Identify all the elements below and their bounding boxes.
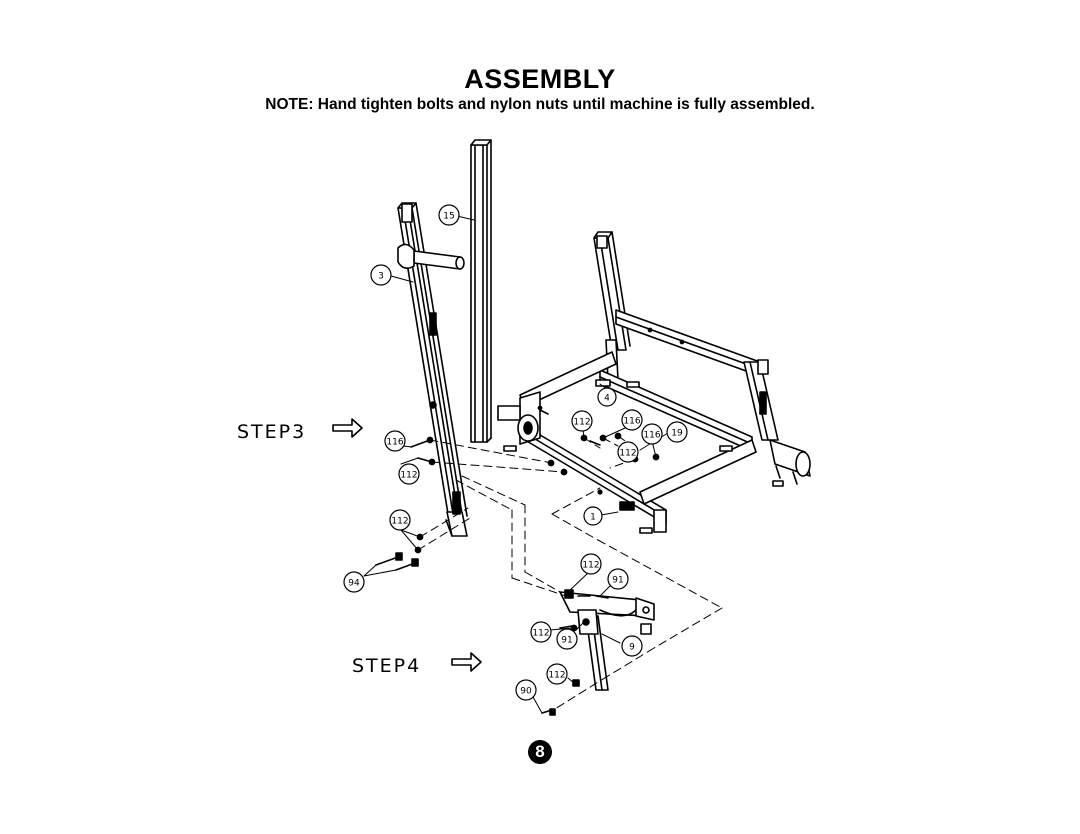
callout-112-c-text: 112 [573, 418, 590, 428]
page-number: 8 [528, 740, 552, 764]
callout-112-d [617, 441, 639, 463]
callout-1-text: 1 [590, 513, 596, 523]
callout-91-b [556, 628, 578, 650]
callout-3 [370, 264, 392, 286]
callout-19 [666, 421, 688, 443]
callout-116-c-text: 116 [643, 431, 660, 441]
callout-circles [343, 204, 688, 701]
callout-112-f [530, 621, 552, 643]
callout-112-f-text: 112 [532, 629, 549, 639]
step3-hardware [375, 432, 660, 571]
callout-91-a [607, 568, 629, 590]
callout-112-b [389, 509, 411, 531]
callout-91-b-text: 91 [561, 636, 572, 646]
callout-116-b [621, 409, 643, 431]
page-title: ASSEMBLY [464, 64, 616, 94]
callout-15-text: 15 [443, 212, 454, 222]
callout-4 [597, 387, 617, 407]
callout-90-text: 90 [520, 687, 532, 697]
callout-90 [515, 679, 537, 701]
callout-91-a-text: 91 [612, 576, 623, 586]
lower-bracket-part-9 [541, 589, 655, 716]
callout-112-a-text: 112 [400, 471, 417, 481]
callout-112-e [580, 553, 602, 575]
callout-112-a [398, 463, 420, 485]
callout-94 [343, 571, 365, 593]
step3-label: STEP3 [237, 421, 307, 443]
callout-94-text: 94 [348, 579, 360, 589]
step-arrows [332, 418, 482, 672]
callout-1 [583, 506, 603, 526]
callout-9 [621, 635, 643, 657]
callout-9-text: 9 [629, 643, 635, 653]
callout-116-c [641, 423, 663, 445]
callout-4-text: 4 [604, 394, 610, 404]
rear-frame [497, 231, 811, 534]
upright-post-part-15 [470, 139, 492, 443]
callout-112-e-text: 112 [582, 561, 599, 571]
callout-112-d-text: 112 [619, 449, 636, 459]
callout-116-a-text: 116 [386, 438, 403, 448]
callout-112-g [546, 663, 568, 685]
step4-label: STEP4 [352, 655, 422, 677]
callout-numbers: 15 3 4 1 19 116 112 94 112 112 116 116 1… [348, 212, 683, 697]
alignment-dashes [417, 435, 723, 713]
callout-112-b-text: 112 [391, 517, 408, 527]
callout-19-text: 19 [671, 429, 683, 439]
callout-112-g-text: 112 [548, 671, 565, 681]
callout-116-b-text: 116 [623, 417, 640, 427]
callout-112-c [571, 410, 593, 432]
callout-15 [438, 204, 460, 226]
assembly-note: NOTE: Hand tighten bolts and nylon nuts … [265, 96, 815, 113]
front-leg-part-3 [397, 202, 468, 537]
callout-3-text: 3 [378, 272, 384, 282]
callout-116-a [384, 430, 406, 452]
